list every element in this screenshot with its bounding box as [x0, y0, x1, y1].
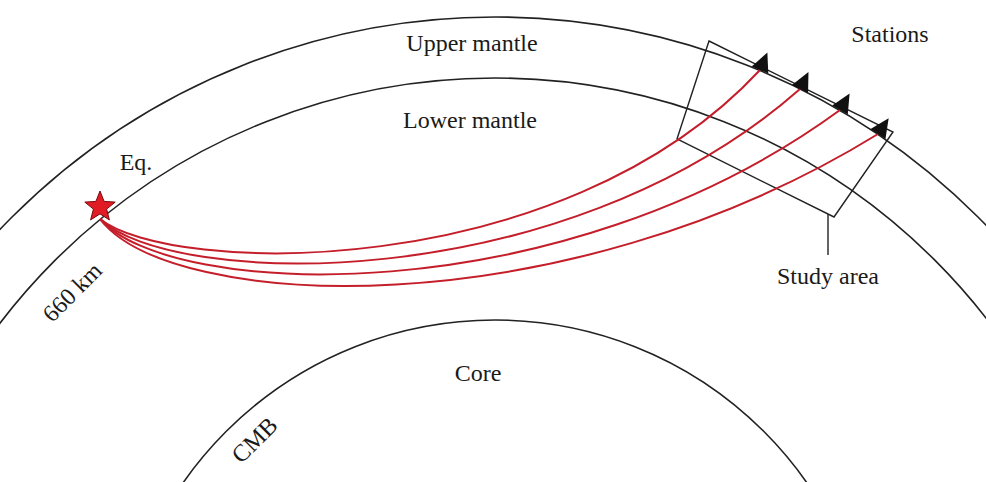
discontinuity-arc: [0, 78, 986, 482]
ray-path: [100, 70, 760, 253]
earthquake-star: [85, 191, 115, 220]
layer-label: Core: [455, 360, 502, 386]
station-triangle: [752, 49, 776, 73]
station-triangle: [792, 68, 817, 93]
layer-label: Lower mantle: [403, 107, 537, 133]
station-label: Stations: [851, 21, 928, 47]
stations: [752, 49, 896, 139]
study-area-box: [677, 41, 893, 217]
station-triangle: [832, 89, 857, 114]
boundary-label: CMB: [227, 412, 283, 468]
layer-label: Upper mantle: [406, 30, 537, 56]
ray-path: [100, 89, 800, 263]
ray-path: [100, 110, 840, 274]
source-label: Eq.: [120, 149, 153, 175]
ray-paths: [100, 70, 878, 286]
region-label: Study area: [777, 263, 879, 289]
ray-path: [100, 134, 878, 286]
surface-arc: [0, 17, 986, 482]
station-triangle: [871, 113, 897, 139]
cmb-arc: [115, 320, 875, 482]
leader-line: [827, 214, 828, 255]
